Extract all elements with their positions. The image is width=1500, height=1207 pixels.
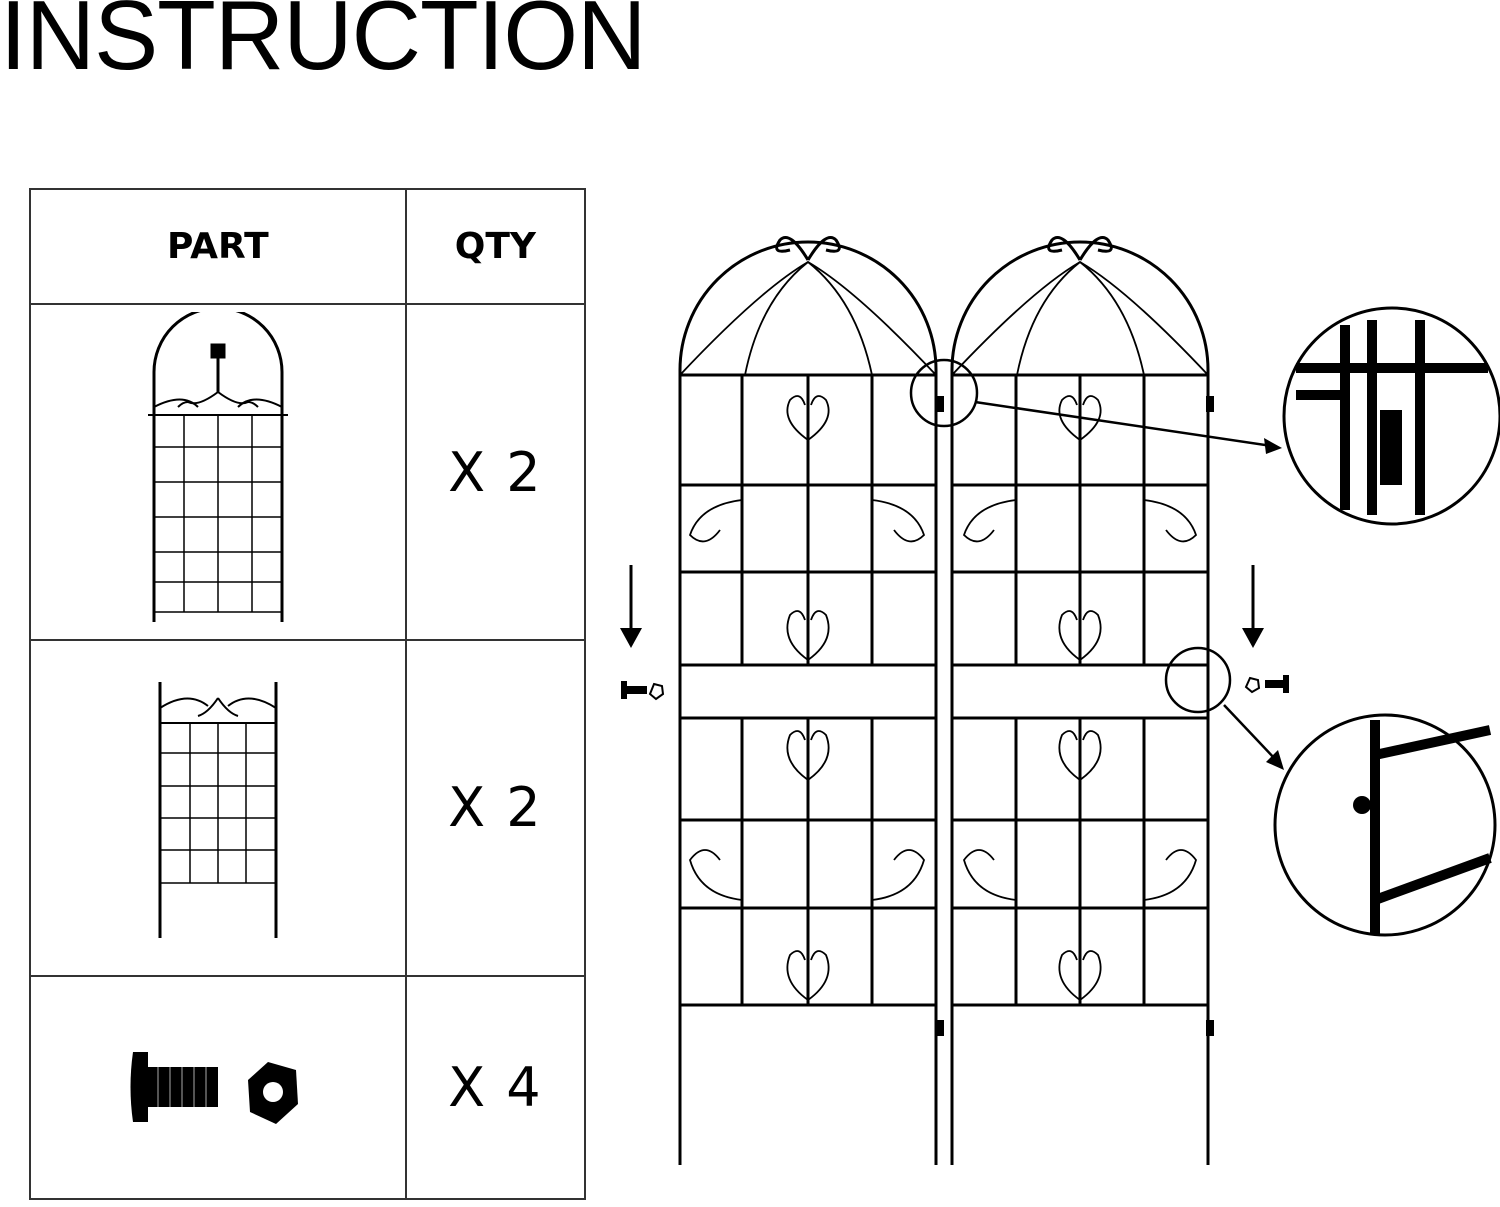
trellis-panel-right	[950, 236, 1210, 1165]
trellis-panel-left	[678, 236, 938, 1165]
bolt-small-left	[621, 681, 665, 701]
callout-circle-bottom	[1164, 646, 1232, 714]
table-row: X 2	[29, 303, 587, 641]
zoom-detail-top-connector	[1282, 306, 1500, 526]
callout-circle-top	[909, 358, 979, 428]
trellis-bottom-panel-icon	[158, 681, 278, 938]
zoom-detail-bottom-connector	[1273, 713, 1497, 937]
table-row: X 4	[29, 974, 587, 1201]
qty-cell: X 2	[404, 638, 587, 977]
arched-trellis-top-panel-icon	[147, 312, 288, 623]
table-row: X 2	[29, 638, 587, 977]
parts-list-table: PART QTY	[29, 187, 587, 1201]
page-title: INSTRUCTION	[0, 0, 646, 90]
part-column-header: PART	[29, 187, 407, 306]
qty-column-header: QTY	[404, 187, 587, 306]
qty-cell: X 2	[404, 303, 587, 641]
down-arrow-icon	[1242, 628, 1264, 648]
connector-clips	[936, 396, 1214, 1036]
arrow-head-icon	[1266, 750, 1284, 770]
part-cell	[29, 303, 407, 641]
assembly-diagram	[620, 236, 1500, 1165]
table-header-row: PART QTY	[29, 187, 587, 306]
part-cell	[29, 638, 407, 977]
bolt-and-nut-icon	[130, 1052, 298, 1125]
bolt-small-right	[1244, 675, 1289, 694]
down-arrow-icon	[620, 628, 642, 648]
qty-cell: X 4	[404, 974, 587, 1201]
arrow-head-icon	[1264, 438, 1282, 454]
part-cell	[29, 974, 407, 1201]
